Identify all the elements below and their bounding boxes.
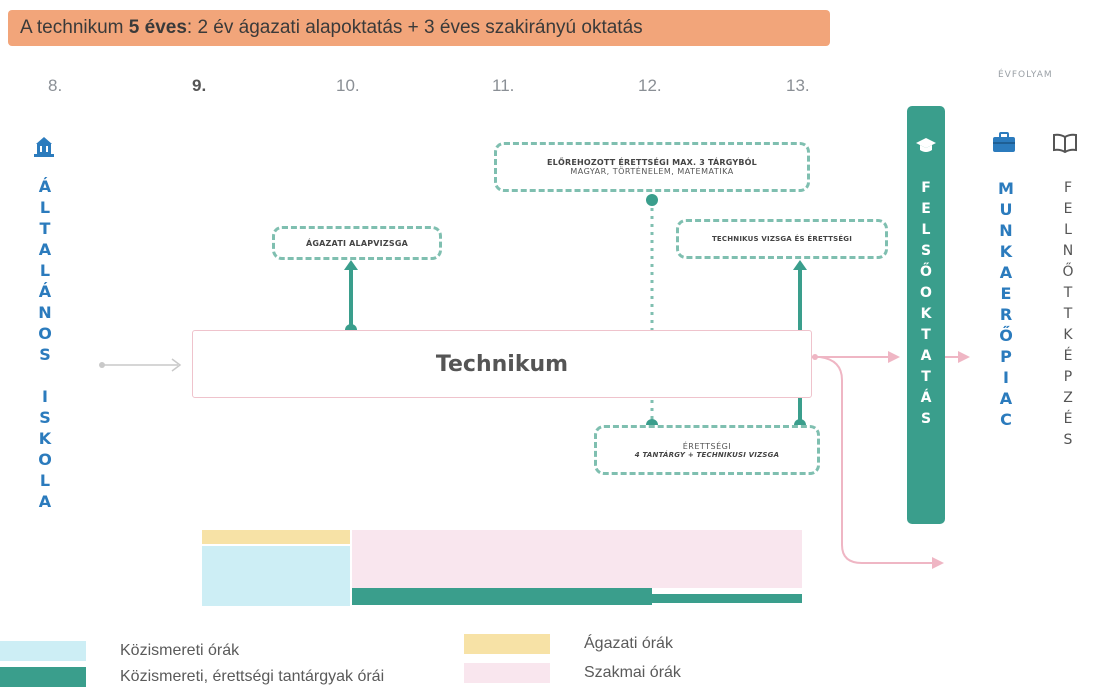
felsooktatas-letter: S: [920, 243, 932, 259]
graduation-cap-icon: [915, 136, 937, 154]
legend-label-kozismereti: Közismereti órák: [120, 642, 240, 659]
altalanos-iskola-letter: L: [39, 198, 51, 217]
grade-13: 13.: [786, 76, 810, 95]
band-szakmai-11-13: [352, 530, 802, 588]
felnottkepzes-letter: N: [1062, 243, 1074, 259]
grade-11: 11.: [492, 76, 515, 95]
open-book-icon: [1052, 133, 1078, 154]
munkaeropiac-letter: Ő: [999, 326, 1013, 345]
munkaeropiac-letter: I: [1003, 368, 1009, 387]
felsooktatas-letter: Á: [920, 390, 932, 406]
altalanos-iskola-letter: S: [39, 408, 51, 427]
altalanos-iskola-letter: Á: [38, 282, 52, 301]
felnottkepzes-letter: É: [1063, 348, 1073, 364]
altalanos-iskola-letter: L: [39, 261, 51, 280]
munkaeropiac-letter: M: [998, 179, 1014, 198]
munkaeropiac-letter: A: [999, 263, 1013, 282]
banner-bold: 5 éves: [128, 17, 187, 38]
felnottkepzes-letter: L: [1064, 222, 1072, 238]
altalanos-iskola-letter: O: [38, 450, 52, 469]
felnottkepzes-letter: K: [1063, 327, 1073, 343]
legend-swatch-agazati: [464, 634, 550, 654]
technikum-label: Technikum: [435, 351, 569, 377]
altalanos-iskola-letter: A: [38, 240, 52, 259]
felsooktatas-letter: F: [921, 180, 931, 196]
legend-label-erettsegi: Közismereti, érettségi tantárgyak órái: [120, 668, 385, 685]
agazati-alapvizsga-box: ÁGAZATI ALAPVIZSGA: [272, 226, 442, 260]
altalanos-iskola-letter: N: [38, 303, 52, 322]
munkaeropiac-letter: E: [1000, 284, 1012, 303]
altalanos-iskola-letter: A: [38, 492, 52, 511]
munkaeropiac-letter: N: [999, 221, 1013, 240]
felsooktatas-letter: K: [920, 306, 932, 322]
felnottkepzes-letter: P: [1063, 369, 1073, 385]
legend-label-szakmai: Szakmai órák: [584, 664, 681, 681]
altalanos-iskola-letter: S: [39, 345, 51, 364]
grade-12: 12.: [638, 76, 662, 95]
felnottkepzes-letter: S: [1063, 432, 1073, 448]
munkaeropiac-letter: U: [999, 200, 1013, 219]
felsooktatas-letter: T: [921, 369, 931, 385]
banner-prefix: A technikum: [20, 17, 124, 38]
title-banner: A technikum 5 éves: 2 év ágazati alapokt…: [8, 10, 830, 46]
erettsegi-box: ÉRETTSÉGI 4 TANTÁRGY + TECHNIKUSI VIZSGA: [594, 425, 820, 475]
band-agazati-9: [202, 530, 350, 544]
felsooktatas-letter: A: [920, 348, 932, 364]
grade-9: 9.: [192, 76, 207, 95]
felnottkepzes-letter: É: [1063, 411, 1073, 427]
eloremozott-title: ELŐREHOZOTT ÉRETTSÉGI MAX. 3 TÁRGYBÓL: [547, 158, 757, 167]
altalanos-iskola-letter: L: [39, 471, 51, 490]
agazati-alapvizsga-text: ÁGAZATI ALAPVIZSGA: [306, 238, 408, 248]
technikus-vizsga-box: TECHNIKUS VIZSGA ÉS ÉRETTSÉGI: [676, 219, 888, 259]
band-erettsegi-11-12: [352, 588, 652, 605]
felnottkepzes-letter: Z: [1063, 390, 1073, 406]
felsooktatas-letter: S: [920, 411, 932, 427]
legend-swatch-szakmai: [464, 663, 550, 683]
grade-10: 10.: [336, 76, 360, 95]
legend-swatch-kozismereti: [0, 641, 86, 661]
band-kozismereti-9-10: [202, 546, 350, 606]
altalanos-iskola-letter: Á: [38, 177, 52, 196]
munkaeropiac-letter: K: [999, 242, 1013, 261]
felsooktatas-letter: Ő: [920, 264, 932, 280]
legend-swatch-erettsegi: [0, 667, 86, 687]
felsooktatas-letter: T: [921, 327, 931, 343]
technikus-vizsga-text: TECHNIKUS VIZSGA ÉS ÉRETTSÉGI: [711, 235, 853, 243]
erettsegi-detail: 4 TANTÁRGY + TECHNIKUSI VIZSGA: [634, 450, 780, 459]
eloremozott-subjects: MAGYAR, TÖRTÉNELEM, MATEMATIKA: [570, 167, 734, 176]
felnottkepzes-letter: F: [1063, 180, 1073, 196]
grade-header-label: ÉVFOLYAM: [998, 70, 1053, 80]
altalanos-iskola-letter: T: [39, 219, 51, 238]
altalanos-iskola-letter: O: [38, 324, 52, 343]
munkaeropiac-letter: A: [999, 389, 1013, 408]
band-erettsegi-13: [652, 594, 802, 603]
felsooktatas-letter: O: [920, 285, 932, 301]
school-building-icon: [32, 136, 56, 158]
legend-label-agazati: Ágazati órák: [584, 635, 673, 652]
grade-8: 8.: [48, 76, 63, 95]
altalanos-iskola-letter: I: [42, 387, 48, 406]
technikum-box: Technikum: [192, 330, 812, 398]
munkaeropiac-letter: R: [999, 305, 1013, 324]
felnottkepzes-letter: E: [1063, 201, 1073, 217]
briefcase-icon: [991, 131, 1017, 153]
erettsegi-title: ÉRETTSÉGI: [682, 441, 732, 451]
banner-suffix: : 2 év ágazati alapoktatás + 3 éves szak…: [186, 17, 643, 38]
felnottkepzes-letter: Ő: [1062, 264, 1074, 280]
felnottkepzes-letter: T: [1063, 306, 1073, 322]
eloremozott-erettsegi-box: ELŐREHOZOTT ÉRETTSÉGI MAX. 3 TÁRGYBÓL MA…: [494, 142, 810, 192]
munkaeropiac-letter: C: [1000, 410, 1012, 429]
felnottkepzes-letter: T: [1063, 285, 1073, 301]
felsooktatas-letter: E: [921, 201, 931, 217]
felsooktatas-letter: L: [921, 222, 931, 238]
altalanos-iskola-letter: K: [38, 429, 52, 448]
munkaeropiac-letter: P: [1000, 347, 1012, 366]
